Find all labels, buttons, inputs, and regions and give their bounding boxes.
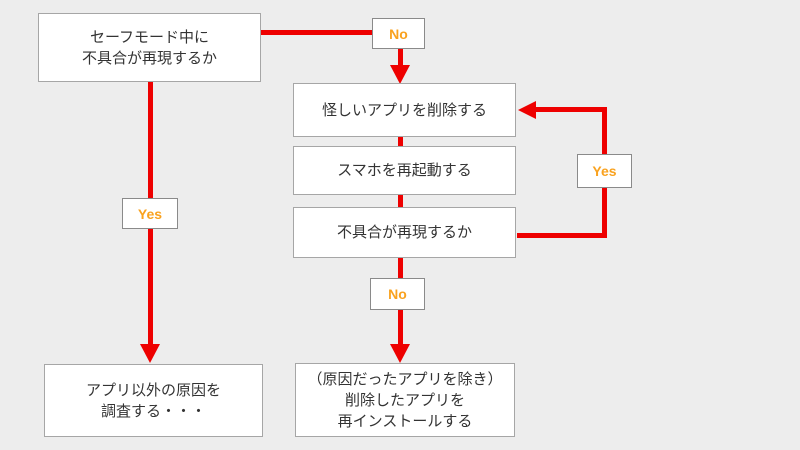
node-investigate: アプリ以外の原因を 調査する・・・ [44, 364, 263, 437]
edge-label-yes-left: Yes [122, 198, 178, 229]
node-reinstall-line1: （原因だったアプリを除き） [307, 370, 503, 388]
node-safe-mode-line2: 不具合が再現するか [81, 49, 217, 67]
arrowhead-left-icon [518, 101, 536, 119]
edge-label-yes-right-text: Yes [592, 163, 617, 179]
edge-no-top-down-line [398, 49, 403, 65]
edge-yes-loop-bottom-horizontal [517, 233, 607, 238]
edge-label-no-top-text: No [389, 25, 408, 42]
node-reproduce: 不具合が再現するか [293, 207, 516, 258]
edge-label-yes-right: Yes [577, 154, 632, 188]
edge-yes-loop-top-horizontal [536, 107, 607, 112]
node-safe-mode-line1: セーフモード中に [89, 28, 210, 46]
node-restart: スマホを再起動する [293, 146, 516, 195]
node-reproduce-line1: 不具合が再現するか [336, 224, 472, 241]
node-safe-mode: セーフモード中に 不具合が再現するか [38, 13, 261, 82]
node-restart-line1: スマホを再起動する [337, 162, 472, 179]
edge-safe-mode-no-horizontal [261, 30, 372, 35]
edge-label-yes-left-text: Yes [137, 205, 163, 222]
edge-label-no-top: No [372, 18, 425, 49]
edge-delete-restart-connector [398, 137, 403, 146]
edge-label-no-bottom-text: No [388, 286, 407, 302]
node-investigate-line2: 調査する・・・ [100, 402, 206, 420]
arrowhead-down-icon [390, 344, 410, 363]
node-delete-app-line1: 怪しいアプリを削除する [321, 101, 487, 119]
arrowhead-down-icon [390, 65, 410, 84]
arrowhead-down-icon [140, 344, 160, 363]
node-investigate-line1: アプリ以外の原因を [85, 381, 221, 399]
edge-label-no-bottom: No [370, 278, 425, 310]
node-reinstall-line2: 削除したアプリを [344, 391, 465, 409]
edge-restart-reproduce-connector [398, 195, 403, 207]
node-delete-app: 怪しいアプリを削除する [293, 83, 516, 137]
node-reinstall-line3: 再インストールする [337, 412, 473, 430]
node-reinstall: （原因だったアプリを除き） 削除したアプリを 再インストールする [295, 363, 515, 437]
